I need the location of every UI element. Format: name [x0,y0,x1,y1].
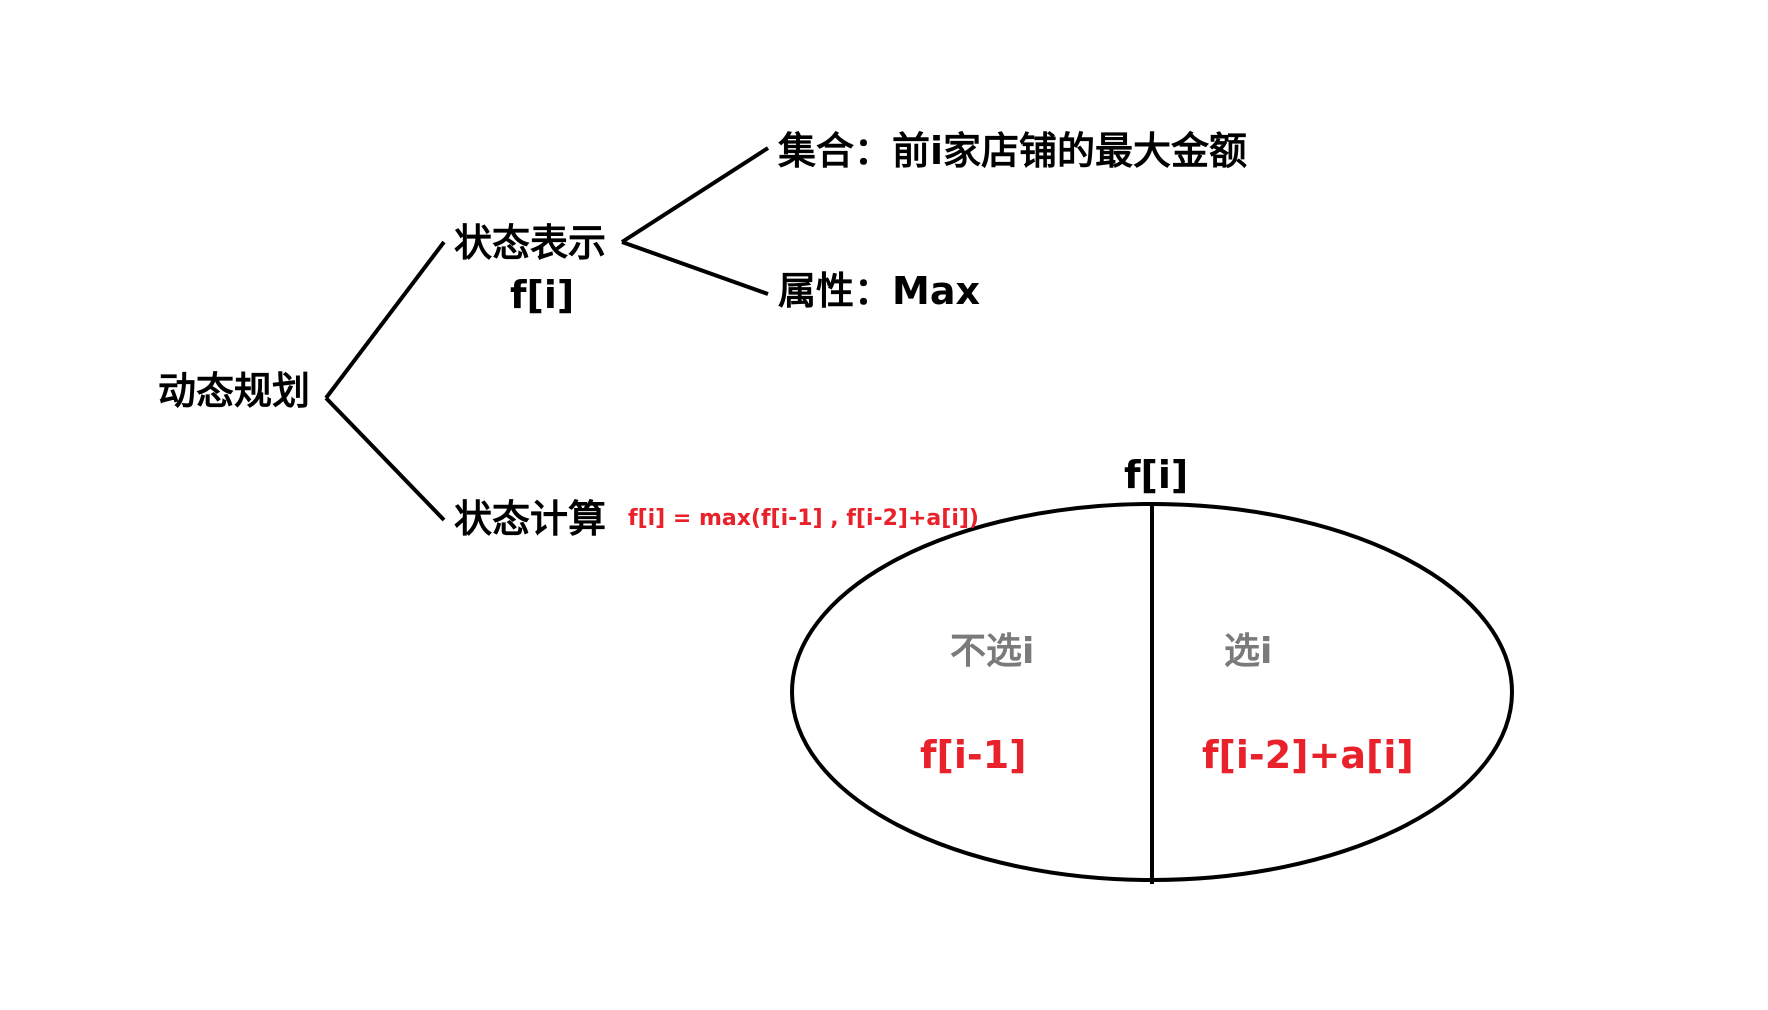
state-repr-symbol: f[i] [510,273,575,317]
set-label: 集合：前i家店铺的最大金额 [778,129,1248,173]
left-choice-title: 不选i [950,631,1035,672]
root-node-label: 动态规划 [158,369,311,413]
transition-formula: f[i] = max(f[i-1] , f[i-2]+a[i]) [628,506,979,531]
edge-root-to-state-repr [324,240,446,400]
ellipse-title: f[i] [1124,453,1189,497]
state-repr-label: 状态表示 [454,221,607,265]
attr-label: 属性：Max [778,269,980,313]
edge-state-repr-to-set [620,146,770,244]
edge-state-repr-to-attr [621,240,769,296]
state-calc-label: 状态计算 [454,497,607,541]
right-choice-title: 选i [1224,631,1273,672]
left-choice-value: f[i-1] [920,733,1027,777]
right-choice-value: f[i-2]+a[i] [1202,733,1414,777]
edge-root-to-state-calc [324,396,446,522]
